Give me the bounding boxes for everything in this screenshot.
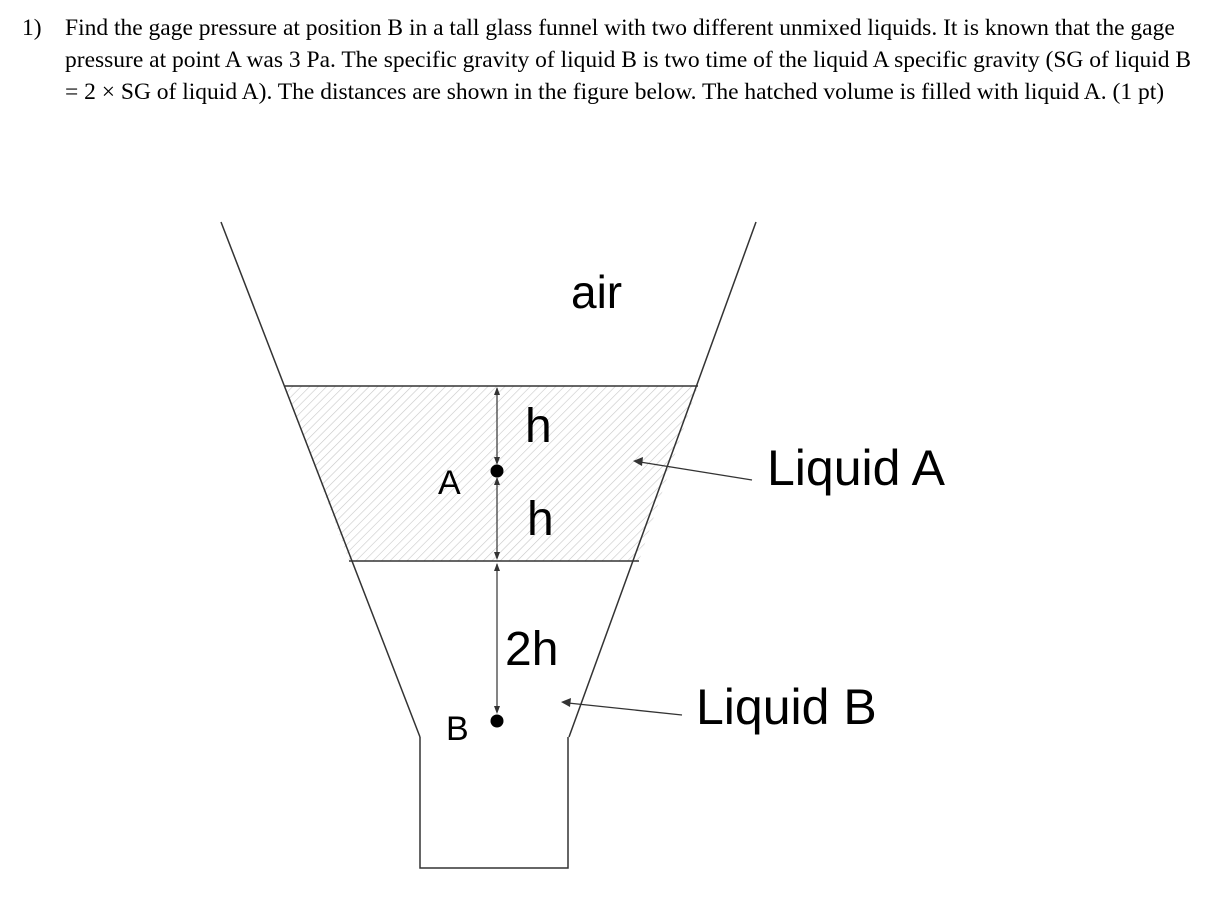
dimension-2h-label: 2h (505, 623, 558, 676)
dimension-lower-h-label: h (527, 493, 554, 546)
funnel-wall-right (568, 221, 757, 738)
dimension-arrow-down-icon (494, 706, 500, 714)
point-a-dot (490, 464, 504, 478)
funnel-wall-left (220, 221, 421, 738)
liquid-a-pointer-line (639, 461, 753, 481)
dimension-arrow-up-icon (494, 477, 500, 485)
liquid-a-label: Liquid A (767, 440, 946, 496)
funnel-stem (419, 737, 569, 869)
liquid-b-pointer-line (567, 702, 683, 716)
dimension-arrow-up-icon (494, 387, 500, 395)
dimension-arrow-down-icon (494, 552, 500, 560)
liquid-a-pointer-arrow-icon (633, 457, 643, 466)
liquid-b-pointer-arrow-icon (561, 698, 571, 707)
air-label: air (571, 266, 622, 318)
point-b-label: B (446, 710, 469, 748)
question-number: 1) (22, 15, 42, 41)
question-text: Find the gage pressure at position B in … (65, 15, 1192, 105)
liquid-b-label: Liquid B (696, 679, 877, 735)
point-a-label: A (438, 464, 461, 502)
dimension-upper-h-label: h (525, 400, 552, 453)
question-block: 1) Find the gage pressure at position B … (22, 12, 1192, 108)
point-b-dot (490, 714, 504, 728)
dimension-arrow-up-icon (494, 563, 500, 571)
dimension-arrow-down-icon (494, 457, 500, 465)
